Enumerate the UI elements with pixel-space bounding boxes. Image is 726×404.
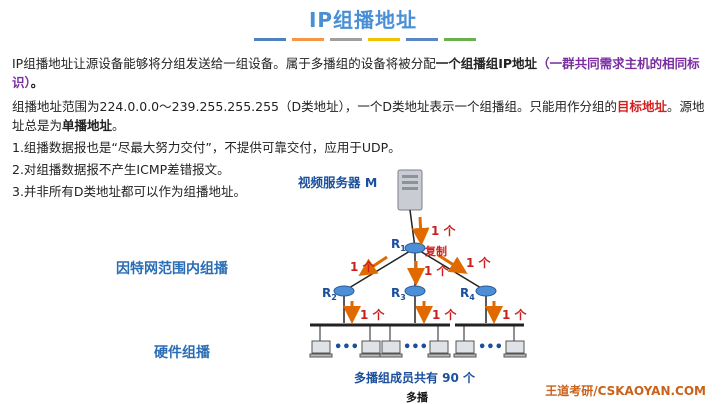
paragraph-definition: IP组播地址让源设备能够将分组发送给一组设备。属于多播组的设备将被分配一个组播组… [12,54,712,92]
host-computer-icon [427,340,451,358]
host-computer-icon [309,340,333,358]
para2-text: 组播地址范围为224.0.0.0～239.255.255.255（D类地址），一… [12,99,617,114]
title-stripe-4 [368,38,400,41]
title-stripe-3 [330,38,362,41]
dots: ••• [478,340,503,355]
server-label: 视频服务器 M [298,175,377,190]
multicast-diagram: 视频服务器 M [298,169,528,404]
host-computer-icon [359,340,383,358]
host-computer-icon [503,340,527,358]
para1-text: IP组播地址让源设备能够将分组发送给一组设备。属于多播组的设备将被分配 [12,56,436,71]
paragraph-range: 组播地址范围为224.0.0.0～239.255.255.255（D类地址），一… [12,97,712,135]
list-item: 1.组播数据报也是“尽最大努力交付”，不提供可靠交付，应用于UDP。 [12,140,401,155]
para2-target: 目标地址 [617,99,668,114]
members-label: 多播组成员共有 90 个 [354,370,476,385]
title-stripe-1 [254,38,286,41]
para2-unicast: 单播地址 [62,118,113,133]
label-internet-multicast: 因特网范围内组播 [116,261,228,277]
count-label: 1 个 [432,307,458,322]
label-hardware-multicast: 硬件组播 [154,345,210,361]
router-label: R4 [460,286,475,302]
count-label: 1 个 [424,263,450,278]
para1-note: （一群共同需求主机的相同标识） [12,56,700,90]
para1-bold: 一个组播组IP地址 [435,56,538,71]
title-stripe-2 [292,38,324,41]
count-label: 1 个 [502,307,528,322]
count-label: 1 个 [350,259,376,274]
diagram-caption: 多播 [406,390,429,404]
para1-end: 。 [30,75,44,90]
dots: ••• [334,340,359,355]
server-icon [397,169,423,211]
router-icon [404,285,426,297]
host-computer-icon [379,340,403,358]
title-stripe-5 [406,38,438,41]
slide-title: IP组播地址 [308,8,418,32]
footer-brand: 王道考研/CSKAOYAN.COM [545,384,706,398]
host-computer-icon [453,340,477,358]
copy-label: 复制 [424,244,447,258]
router-label: R2 [322,286,337,302]
dots: ••• [403,340,428,355]
count-label: 1 个 [466,255,492,270]
count-label: 1 个 [360,307,386,322]
router-label: R3 [391,286,406,302]
list-item: 3.并非所有D类地址都可以作为组播地址。 [12,184,247,199]
para2-end: 。 [112,118,125,133]
router-icon [475,285,497,297]
list-item: 2.对组播数据报不产生ICMP差错报文。 [12,162,230,177]
para2-mid: 。源地址总是为 [12,99,705,133]
count-label: 1 个 [431,223,457,238]
router-icon [404,242,426,254]
router-icon [333,285,355,297]
router-label: R1 [391,237,406,253]
title-stripe-6 [444,38,476,41]
